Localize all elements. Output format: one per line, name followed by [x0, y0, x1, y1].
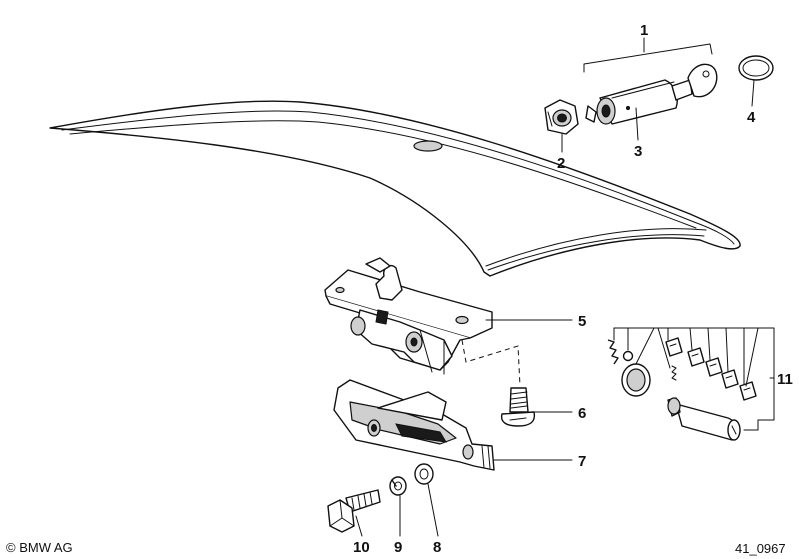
- part-8-washer: [414, 463, 434, 485]
- leader-1-bracket: [583, 43, 713, 73]
- leader-lines: [355, 37, 775, 537]
- lock-hole: [413, 140, 443, 152]
- callout-5: 5: [578, 313, 586, 330]
- leader-3: [635, 107, 639, 141]
- leader-10: [355, 515, 363, 537]
- callout-10: 10: [353, 539, 370, 556]
- callout-1: 1: [640, 22, 648, 39]
- callout-4: 4: [747, 109, 756, 126]
- part-10-hex-bolt: [327, 489, 381, 533]
- assembly-dashed-line: [461, 339, 521, 387]
- part-9-spring-washer: [389, 476, 407, 496]
- leader-11-bracket: [613, 327, 775, 421]
- callout-11: 11: [777, 371, 793, 388]
- leader-8: [427, 483, 439, 537]
- leader-4: [751, 79, 755, 107]
- callout-labels: 1 2 3 4 5 6 7 8 9 10 11: [353, 22, 793, 556]
- callout-3: 3: [634, 143, 642, 160]
- trunk-lid: [49, 100, 741, 277]
- copyright-text: © BMW AG: [6, 540, 73, 555]
- part-3-lock-cylinder: [585, 63, 718, 125]
- part-2-nut: [544, 99, 579, 135]
- callout-8: 8: [433, 539, 441, 556]
- callout-7: 7: [578, 453, 586, 470]
- part-4-ring: [738, 55, 774, 81]
- callout-2: 2: [557, 155, 565, 172]
- callout-9: 9: [394, 539, 402, 556]
- part-7-striker-bracket: [333, 379, 495, 471]
- diagram-code: 41_0967: [735, 541, 786, 556]
- part-6-screw: [500, 387, 536, 427]
- callout-6: 6: [578, 405, 586, 422]
- part-5-lock-mechanism: [324, 257, 493, 375]
- part-11-lock-kit: [607, 337, 757, 441]
